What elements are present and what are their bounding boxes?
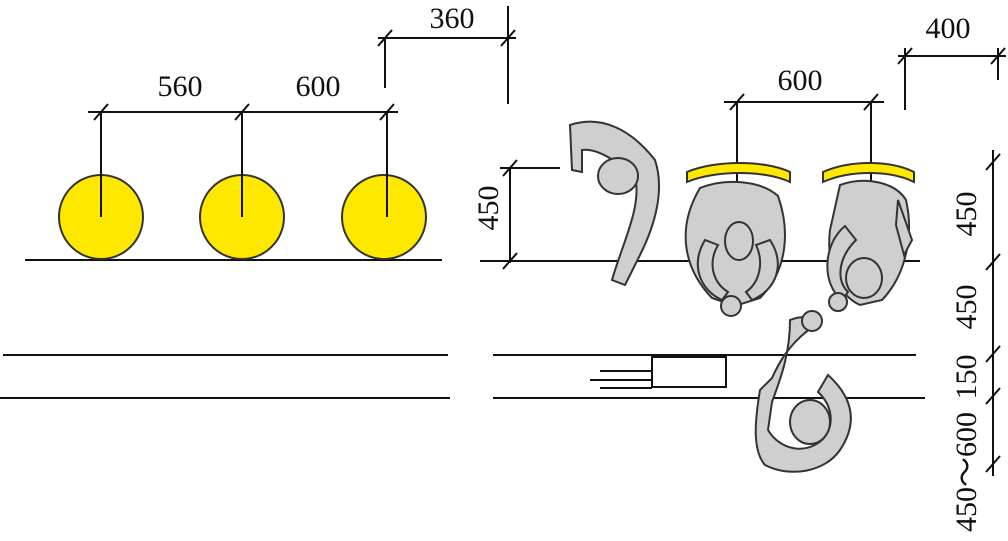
- dim-tick: [502, 252, 518, 270]
- shelf-box: [651, 356, 727, 388]
- stool-spacing-label-2: 600: [296, 70, 341, 103]
- right-offset-label: 400: [926, 12, 971, 45]
- stool-3: [341, 174, 427, 260]
- left-plan: 560 600 360: [0, 2, 516, 399]
- person-standing: [754, 310, 852, 473]
- person-leaning: [568, 120, 661, 287]
- seat-back-2: [822, 162, 915, 184]
- vertical-label-1: 450: [950, 192, 983, 237]
- dim-tick: [985, 253, 1001, 271]
- person-seated-2: [826, 179, 914, 312]
- offset-label: 360: [430, 2, 475, 35]
- dim-tick: [985, 345, 1001, 363]
- dim-tick: [897, 47, 913, 65]
- dim-tick: [985, 455, 1001, 473]
- seat-spacing-label: 600: [778, 64, 823, 97]
- dim-tick: [234, 103, 250, 121]
- dim-tick: [863, 93, 879, 111]
- dim-tick: [377, 29, 393, 47]
- vertical-label-3: 150: [950, 355, 983, 400]
- dim-tick: [502, 159, 518, 177]
- dim-tick: [990, 47, 1006, 65]
- dim-tick: [500, 29, 516, 47]
- dim-tick: [985, 387, 1001, 405]
- vertical-label-4: 450～600: [950, 412, 983, 532]
- dim-tick: [729, 93, 745, 111]
- person-seated-1: [684, 180, 786, 317]
- dim-tick: [379, 103, 395, 121]
- stool-spacing-label-1: 560: [158, 70, 203, 103]
- right-plan: 450 600: [472, 12, 1006, 532]
- dim-tick: [93, 103, 109, 121]
- dim-tick: [985, 153, 1001, 171]
- seat-depth-label: 450: [472, 186, 505, 231]
- seat-back-1: [686, 162, 791, 184]
- counter-shelf: [590, 356, 727, 389]
- vertical-label-2: 450: [950, 285, 983, 330]
